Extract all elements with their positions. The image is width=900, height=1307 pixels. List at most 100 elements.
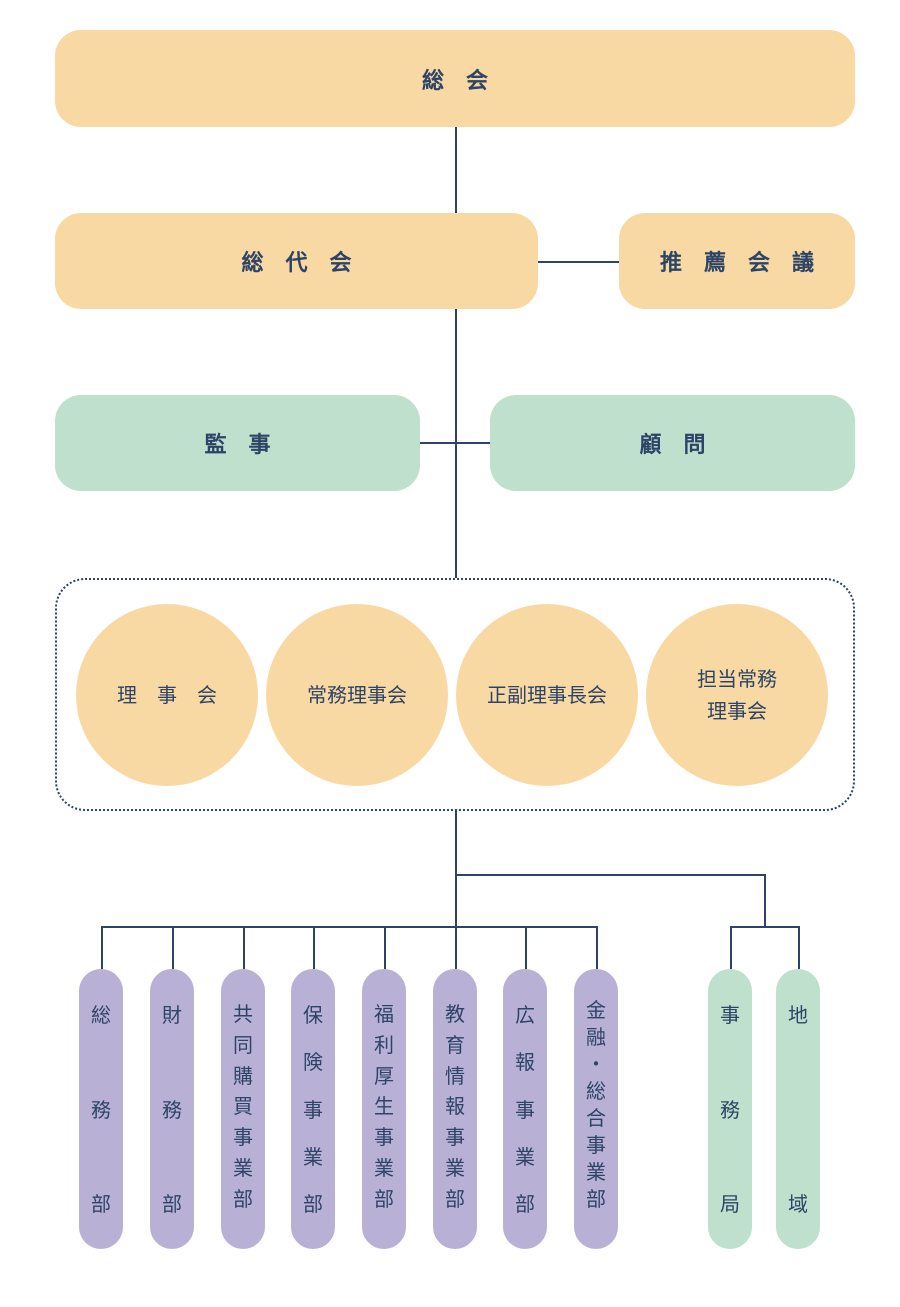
circle-chair-vicechair-board[interactable]: 正副理事長会 bbox=[456, 604, 638, 786]
office-secretariat[interactable]: 事務局 bbox=[708, 969, 752, 1249]
pill-char: 報 bbox=[515, 1050, 535, 1075]
circle-label: 常務理事会 bbox=[307, 679, 407, 711]
nomination-council-char: 議 bbox=[792, 251, 815, 276]
pill-char: 業 bbox=[374, 1155, 394, 1180]
pill-char: 務 bbox=[91, 1097, 111, 1122]
pill-char: 総 bbox=[586, 1079, 606, 1103]
connector-office-vertical bbox=[764, 874, 766, 926]
representative-assembly-char: 総 bbox=[241, 251, 264, 276]
board-group-container bbox=[55, 578, 855, 811]
circle-label-line: 正副理事長会 bbox=[487, 683, 607, 707]
office-regions[interactable]: 地域 bbox=[776, 969, 820, 1249]
advisor-box[interactable]: 顧 問 bbox=[490, 395, 855, 491]
pill-char: 部 bbox=[162, 1192, 182, 1216]
advisor-char: 顧 bbox=[639, 433, 662, 458]
connector-drop bbox=[172, 926, 174, 969]
pill-char: 事 bbox=[720, 1003, 740, 1027]
pill-char: 合 bbox=[586, 1106, 606, 1130]
pill-char: 地 bbox=[788, 1003, 808, 1027]
connector-office-branch bbox=[455, 874, 765, 876]
pill-char: 域 bbox=[788, 1192, 808, 1216]
auditor-char: 事 bbox=[248, 433, 271, 458]
circle-label: 正副理事長会 bbox=[487, 679, 607, 711]
general-assembly-char: 総 bbox=[421, 68, 444, 94]
circle-executive-board[interactable]: 常務理事会 bbox=[266, 604, 448, 786]
connector-nomination bbox=[538, 261, 619, 263]
pill-char: 部 bbox=[233, 1186, 253, 1211]
pill-char: 利 bbox=[374, 1032, 394, 1057]
pill-char: 事 bbox=[445, 1125, 465, 1150]
advisor-char: 問 bbox=[683, 433, 706, 458]
pill-char: 業 bbox=[445, 1155, 465, 1180]
pill-char: 部 bbox=[515, 1192, 535, 1216]
pill-char: 購 bbox=[233, 1063, 253, 1088]
connector-drop bbox=[101, 926, 103, 969]
pill-char: 財 bbox=[162, 1003, 182, 1027]
pill-char: 事 bbox=[515, 1097, 535, 1122]
general-assembly-char: 会 bbox=[466, 68, 489, 94]
connector-main-vertical bbox=[455, 127, 457, 578]
pill-char: 険 bbox=[303, 1050, 323, 1075]
circle-board-of-directors[interactable]: 理事会 bbox=[76, 604, 258, 786]
connector-auditor-advisor bbox=[420, 442, 490, 444]
auditor-box[interactable]: 監 事 bbox=[55, 395, 420, 491]
representative-assembly-box[interactable]: 総 代 会 bbox=[55, 213, 538, 309]
nomination-council-box[interactable]: 推 薦 会 議 bbox=[619, 213, 855, 309]
representative-assembly-char: 代 bbox=[285, 251, 308, 276]
nomination-council-char: 薦 bbox=[703, 251, 726, 276]
circle-label-line: 常務理事会 bbox=[307, 683, 407, 707]
department-welfare[interactable]: 福利厚生事業部 bbox=[362, 969, 406, 1249]
pill-char: 業 bbox=[586, 1160, 606, 1184]
circle-label-char: 会 bbox=[197, 683, 217, 707]
pill-char: ・ bbox=[586, 1052, 606, 1076]
pill-char: 共 bbox=[233, 1002, 253, 1026]
pill-char: 業 bbox=[515, 1144, 535, 1169]
auditor-char: 監 bbox=[204, 433, 227, 458]
circle-label: 担当常務理事会 bbox=[697, 663, 777, 727]
connector-drop bbox=[455, 926, 457, 969]
department-general-affairs[interactable]: 総務部 bbox=[79, 969, 123, 1249]
pill-char: 保 bbox=[303, 1003, 323, 1027]
pill-char: 事 bbox=[586, 1133, 606, 1157]
pill-char: 部 bbox=[303, 1192, 323, 1216]
pill-char: 部 bbox=[91, 1192, 111, 1216]
nomination-council-char: 推 bbox=[659, 251, 682, 276]
pill-char: 育 bbox=[445, 1032, 465, 1057]
general-assembly-box[interactable]: 総 会 bbox=[55, 30, 855, 127]
pill-char: 務 bbox=[162, 1097, 182, 1122]
department-insurance[interactable]: 保険事業部 bbox=[291, 969, 335, 1249]
circle-responsible-executive-board[interactable]: 担当常務理事会 bbox=[646, 604, 828, 786]
pill-char: 事 bbox=[303, 1097, 323, 1122]
circle-label-char: 理 bbox=[117, 683, 137, 707]
pill-char: 買 bbox=[233, 1094, 253, 1119]
pill-char: 融 bbox=[586, 1025, 606, 1049]
pill-char: 部 bbox=[586, 1187, 606, 1211]
pill-char: 業 bbox=[233, 1155, 253, 1180]
pill-char: 厚 bbox=[374, 1063, 394, 1088]
department-public-relations[interactable]: 広報事業部 bbox=[503, 969, 547, 1249]
pill-char: 業 bbox=[303, 1144, 323, 1169]
department-finance-general[interactable]: 金融・総合事業部 bbox=[574, 969, 618, 1249]
connector-drop bbox=[798, 926, 800, 969]
pill-char: 報 bbox=[445, 1094, 465, 1119]
connector-departments-bar bbox=[101, 926, 597, 928]
pill-char: 同 bbox=[233, 1032, 253, 1057]
pill-char: 広 bbox=[515, 1003, 535, 1027]
connector-drop bbox=[525, 926, 527, 969]
connector-board-down bbox=[455, 811, 457, 969]
nomination-council-char: 会 bbox=[748, 251, 771, 276]
department-education-information[interactable]: 教育情報事業部 bbox=[433, 969, 477, 1249]
department-joint-purchasing[interactable]: 共同購買事業部 bbox=[221, 969, 265, 1249]
circle-label-line: 担当常務 bbox=[697, 667, 777, 691]
pill-char: 事 bbox=[374, 1125, 394, 1150]
pill-char: 部 bbox=[445, 1186, 465, 1211]
connector-drop bbox=[243, 926, 245, 969]
pill-char: 金 bbox=[586, 998, 606, 1022]
representative-assembly-char: 会 bbox=[329, 251, 352, 276]
circle-label: 理事会 bbox=[107, 679, 227, 711]
connector-offices-bar bbox=[730, 926, 798, 928]
pill-char: 福 bbox=[374, 1002, 394, 1026]
department-finance[interactable]: 財務部 bbox=[150, 969, 194, 1249]
connector-drop bbox=[313, 926, 315, 969]
connector-drop bbox=[384, 926, 386, 969]
